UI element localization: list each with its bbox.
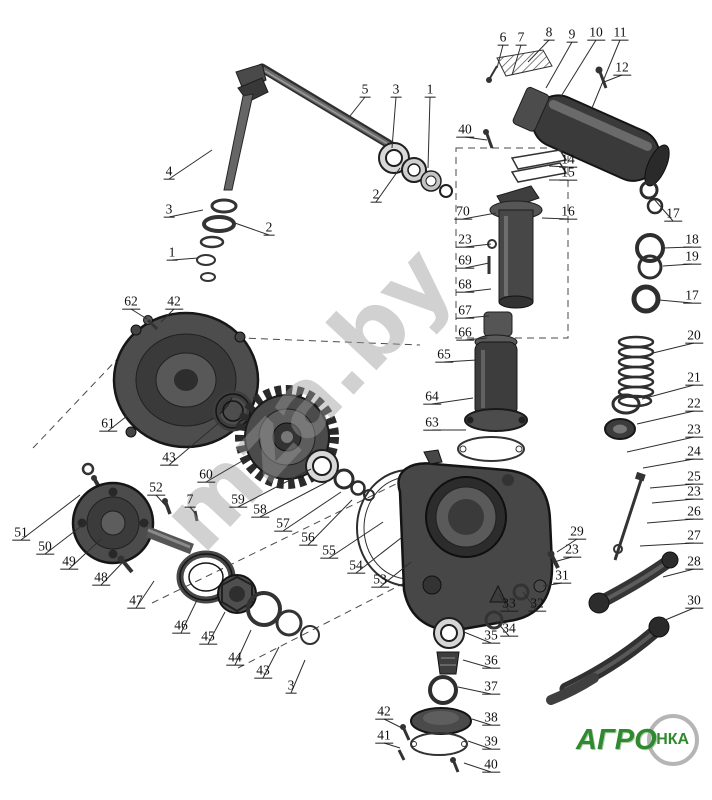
bevel-gear (235, 63, 267, 93)
hydraulic-booster (486, 49, 670, 215)
steering-arm (559, 621, 666, 696)
logo-badge: НКА (646, 714, 699, 766)
input-shaft-assembly (196, 63, 494, 282)
spring-and-seals (604, 233, 665, 440)
agro-logo: АГРО НКА (576, 714, 699, 766)
logo-brand-text: АГРО (576, 723, 657, 756)
bottom-cover-stack (397, 617, 472, 773)
gasket-plate (496, 49, 553, 77)
valve-plate (510, 149, 568, 170)
construction-lines (32, 147, 569, 669)
valve-plate (510, 162, 568, 183)
shaft-bearings (305, 449, 375, 501)
steering-column (457, 185, 543, 462)
output-flange-assembly (71, 462, 320, 645)
pitman-arms (484, 471, 679, 705)
gasket (457, 436, 525, 462)
worm-shaft (223, 93, 254, 191)
gear-housing (356, 449, 554, 632)
logo-badge-text: НКА (656, 731, 690, 748)
